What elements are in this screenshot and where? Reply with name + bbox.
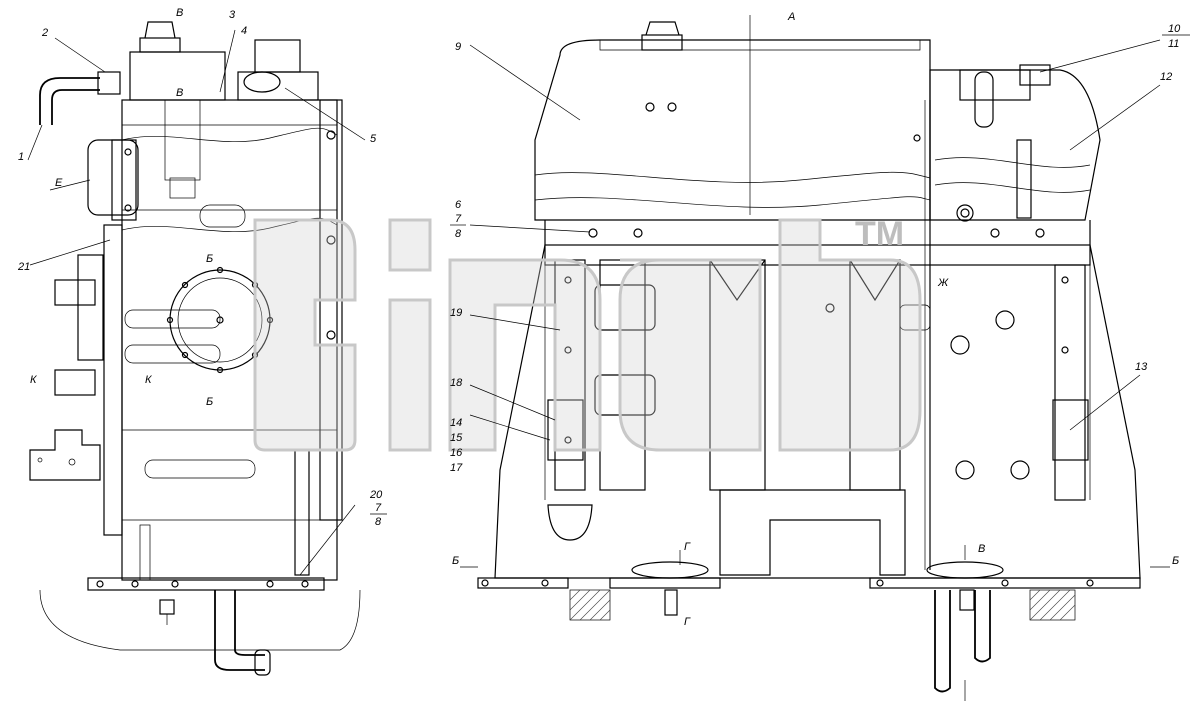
view-label-b-mid2: Б xyxy=(206,396,213,408)
callout-16: 16 xyxy=(450,447,463,459)
callout-17: 17 xyxy=(450,462,463,474)
view-label-k-left: К xyxy=(30,374,37,386)
view-label-g-top: Г xyxy=(684,541,691,553)
callout-15: 15 xyxy=(450,432,463,444)
callout-2: 2 xyxy=(41,27,48,39)
view-label-b-top: В xyxy=(176,7,183,19)
callout-12: 12 xyxy=(1160,71,1172,83)
view-label-k-right: К xyxy=(145,374,152,386)
view-label-g-bot: Г xyxy=(684,616,691,628)
callout-5: 5 xyxy=(370,133,377,145)
view-label-a: А xyxy=(787,11,795,23)
side-view xyxy=(29,21,361,676)
view-label-b-mid: Б xyxy=(206,253,213,265)
callout-9: 9 xyxy=(455,41,461,53)
view-label-zh: Ж xyxy=(937,277,949,289)
callout-10: 10 xyxy=(1168,23,1181,35)
callout-8a: 8 xyxy=(455,228,462,240)
callout-14: 14 xyxy=(450,417,462,429)
view-label-b-top2: В xyxy=(176,87,183,99)
callout-18: 18 xyxy=(450,377,463,389)
front-view xyxy=(460,15,1170,701)
callout-4: 4 xyxy=(241,25,247,37)
callout-7b: 7 xyxy=(375,502,382,514)
view-label-b3-left: Б xyxy=(452,555,459,567)
view-labels: E В В Б Б К К А Г Г В Ж Б Б xyxy=(30,7,1179,628)
callout-21: 21 xyxy=(17,261,30,273)
callout-19: 19 xyxy=(450,307,462,319)
callout-8b: 8 xyxy=(375,516,382,528)
view-label-v-low: В xyxy=(978,543,985,555)
watermark: TM xyxy=(253,215,922,452)
callout-7a: 7 xyxy=(455,213,462,225)
callout-6: 6 xyxy=(455,199,462,211)
callout-11: 11 xyxy=(1168,38,1179,50)
callout-13: 13 xyxy=(1135,361,1148,373)
view-label-e: E xyxy=(55,177,63,189)
trademark-label: TM xyxy=(855,215,904,253)
callout-1: 1 xyxy=(18,151,24,163)
view-label-b3-right: Б xyxy=(1172,555,1179,567)
callouts: 1 2 3 4 5 20 7 8 21 9 6 7 8 19 18 14 15 … xyxy=(17,9,1190,528)
leaders xyxy=(27,29,1161,576)
callout-3: 3 xyxy=(229,9,236,21)
callout-20: 20 xyxy=(369,489,383,501)
